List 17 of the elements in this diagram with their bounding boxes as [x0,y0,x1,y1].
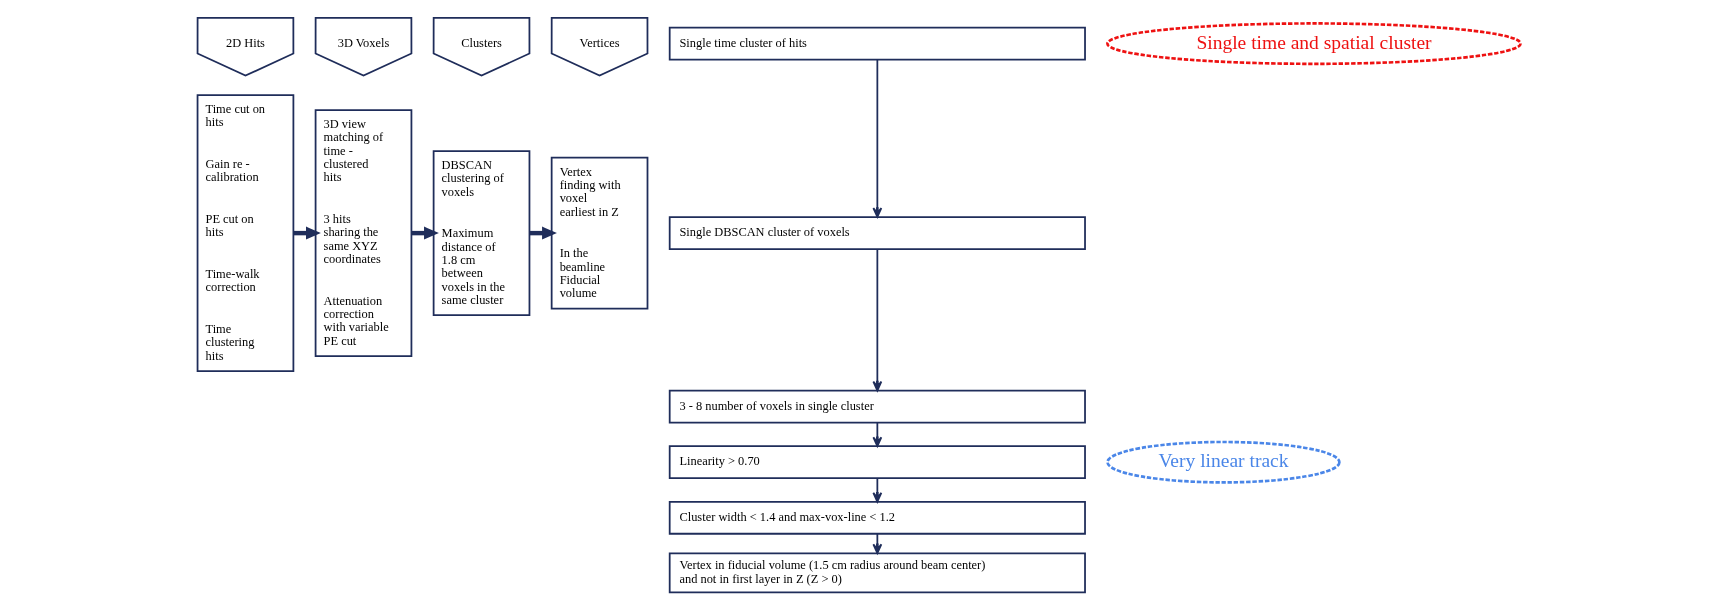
arrow [871,248,882,392]
node-box: Cluster width < 1.4 and max-vox-line < 1.2 [668,500,1086,535]
node-box: Linearity > 0.70 [668,445,1086,480]
node-box: Single time cluster of hits [668,26,1086,61]
arrow [871,532,882,555]
node-ellipse: Single time and spatial cluster [1105,22,1522,66]
arrow [871,421,882,448]
node-box: Single DBSCAN cluster of voxels [668,216,1086,250]
node-box: Time cut on hits Gain re - calibration PE cut on hits Time-walk correction Time clustering hits [196,94,294,372]
node-box: Vertex finding with voxel earliest in Z In the beamline Fiducial volume [550,156,648,310]
node-box: 3D view matching of time - clustered hits 3 hits sharing the same XYZ coordinates Attenuation correction with variable PE cut [314,109,412,357]
node-ellipse: Very linear track [1105,440,1341,484]
arrow [871,477,882,503]
node-box: Vertex in fiducial volume (1.5 cm radius around beam center) and not in first layer in Z (Z > 0) [668,552,1086,594]
node-box: 3 - 8 number of voxels in single cluster [668,389,1086,424]
arrow [871,59,882,218]
node-box: DBSCAN clustering of voxels Maximum distance of 1.8 cm between voxels in the same cluster [432,150,530,317]
